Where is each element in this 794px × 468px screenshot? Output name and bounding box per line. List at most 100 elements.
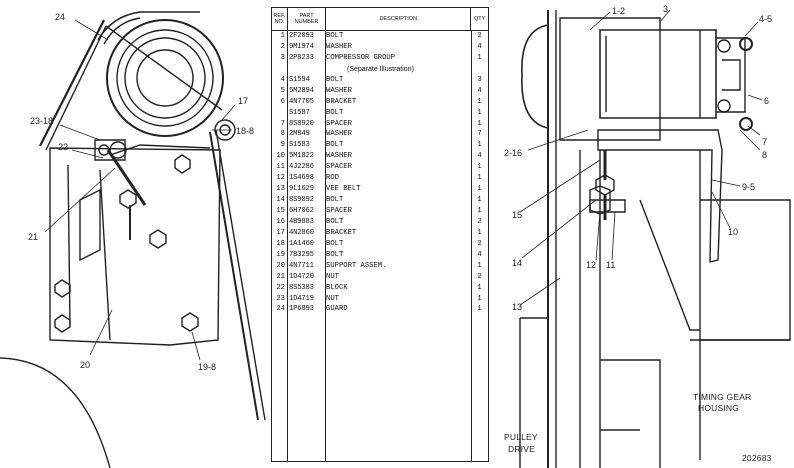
qty-cell: 4	[477, 250, 482, 259]
header-qty: QTY	[473, 16, 486, 22]
ref-no-cell: 16	[276, 217, 285, 226]
callout-1-2: 1-2	[612, 6, 625, 16]
ref-no-cell: 17	[276, 228, 285, 237]
part-number-cell: S1583	[289, 141, 310, 150]
part-number-cell: 8S5383	[289, 283, 314, 292]
ref-no-cell: 20	[276, 261, 285, 270]
ref-no-cell: 12	[276, 174, 285, 183]
qty-cell: 1	[477, 108, 482, 117]
callout-12: 12	[586, 260, 596, 270]
callout-18-8: 18-8	[236, 126, 254, 136]
ref-no-cell: 6	[280, 97, 285, 106]
description-cell: WASHER	[326, 42, 352, 51]
qty-cell: 1	[477, 228, 482, 237]
pulley-label-2: DRIVE	[508, 444, 535, 454]
part-number-cell: 5M1822	[289, 152, 314, 161]
ref-no-cell: 7	[280, 119, 285, 128]
ref-no-cell: 23	[276, 294, 285, 303]
callout-13: 13	[512, 302, 522, 312]
pulley-label-1: PULLEY	[504, 432, 538, 442]
part-number-cell: 9L1629	[289, 185, 314, 194]
description-cell: VEE BELT	[326, 185, 361, 194]
part-number-cell: 8S8920	[289, 119, 314, 128]
part-number-cell: 8S9092	[289, 196, 314, 205]
description-cell: BOLT	[326, 141, 344, 150]
description-cell: SPACER	[326, 207, 352, 215]
qty-cell: 1	[477, 53, 482, 62]
callout-23-18: 23-18	[30, 116, 53, 126]
callout-19-8: 19-8	[198, 362, 216, 372]
part-number-cell: S1594	[289, 75, 310, 84]
description-cell: NUT	[326, 294, 339, 303]
part-number-cell	[287, 64, 325, 75]
callout-4-5: 4-5	[759, 14, 772, 24]
timing-gear-label-1: TIMING GEAR	[693, 392, 751, 402]
qty-cell: 1	[477, 97, 482, 106]
callout-9-5: 9-5	[742, 182, 755, 192]
callout-10: 10	[728, 227, 738, 237]
description-cell: BOLT	[326, 75, 344, 84]
description-cell: WASHER	[326, 86, 352, 95]
description-cell: GUARD	[326, 305, 348, 314]
callout-15: 15	[512, 210, 522, 220]
table-row: 7 8S8920 SPACER 1	[272, 119, 488, 130]
part-number-cell: 9M1974	[289, 42, 314, 51]
qty-cell	[471, 64, 488, 75]
ref-no-cell: 4	[280, 75, 285, 84]
part-number-cell: 1D4719	[289, 294, 314, 303]
callout-17: 17	[238, 96, 248, 106]
description-cell: BOLT	[326, 32, 344, 40]
description-cell: ROD	[326, 174, 339, 183]
callout-6: 6	[764, 96, 769, 106]
table-header: REF. NO. PART NUMBER DESCRIPTION QTY	[272, 8, 488, 31]
description-cell: WASHER	[326, 130, 352, 139]
part-number-cell: 5M2894	[289, 86, 314, 95]
part-number-cell: 2M849	[289, 130, 310, 139]
ref-no-cell	[272, 64, 287, 75]
description-cell: SPACER	[326, 119, 352, 128]
description-cell: BOLT	[326, 250, 344, 259]
callout-24: 24	[55, 12, 65, 22]
description-cell: BOLT	[326, 196, 344, 205]
part-number-cell: S1587	[289, 108, 310, 117]
part-number-cell: 4N7705	[289, 97, 314, 106]
callout-2-16: 2-16	[504, 148, 522, 158]
callout-3: 3	[663, 4, 668, 14]
qty-cell: 1	[477, 294, 482, 303]
figure-number: 202683	[742, 453, 772, 463]
header-description: DESCRIPTION	[326, 8, 472, 30]
part-number-cell: 1A1460	[289, 239, 314, 248]
callout-21: 21	[28, 232, 38, 242]
part-number-cell: 1D4720	[289, 272, 314, 281]
description-cell: WASHER	[326, 152, 352, 161]
ref-no-cell: 1	[280, 32, 285, 40]
callout-20: 20	[80, 360, 90, 370]
ref-no-cell	[272, 108, 287, 119]
part-number-cell: 1P6893	[289, 305, 314, 314]
qty-cell: 1	[477, 185, 482, 194]
qty-cell: 1	[477, 119, 482, 128]
part-number-cell: 4B9883	[289, 217, 314, 226]
callout-14: 14	[512, 258, 522, 268]
callout-22: 22	[58, 142, 68, 152]
ref-no-cell: 14	[276, 196, 285, 205]
qty-cell: 3	[477, 75, 482, 84]
ref-no-cell: 21	[276, 272, 285, 281]
callout-7: 7	[762, 137, 767, 147]
part-number-cell: 2P8233	[289, 53, 314, 62]
ref-no-cell: 10	[276, 152, 285, 161]
